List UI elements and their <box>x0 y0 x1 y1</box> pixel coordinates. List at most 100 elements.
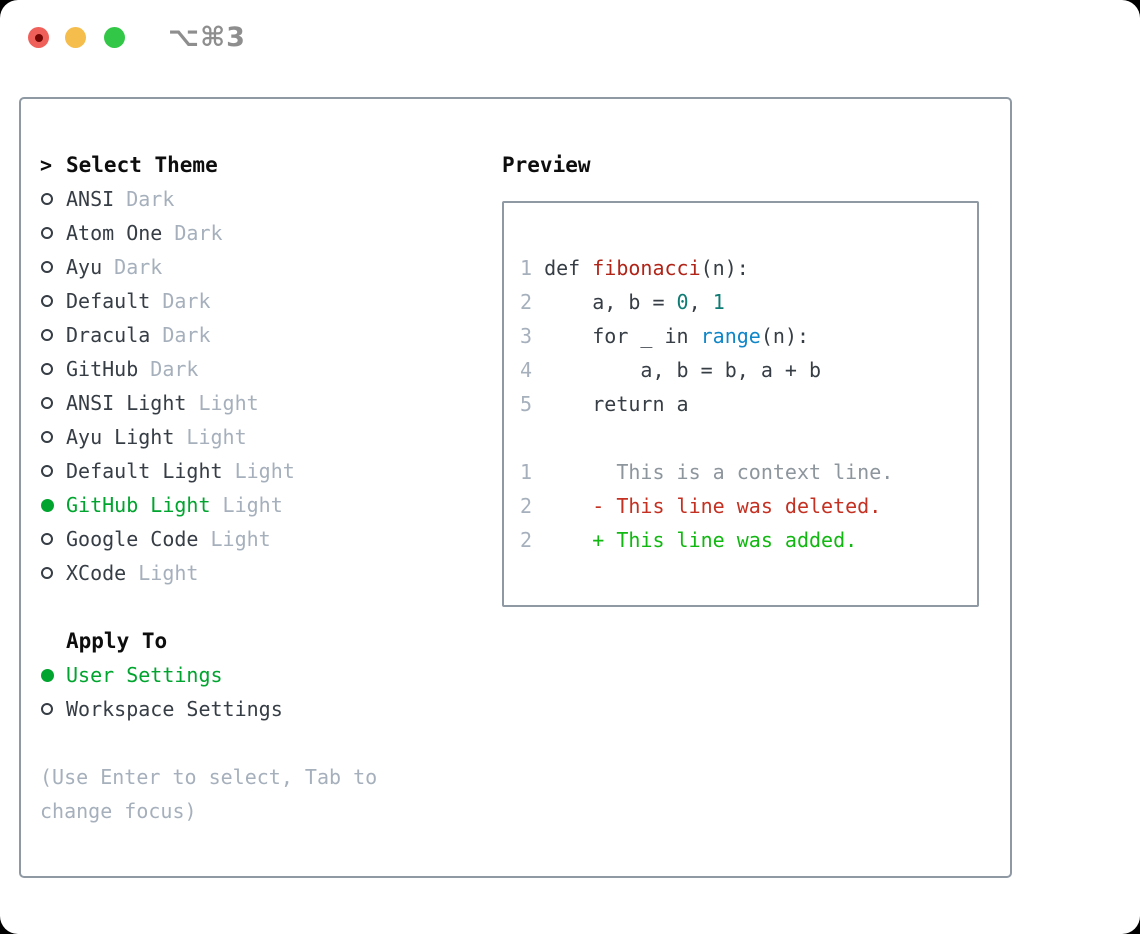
theme-list: ANSI Dark Atom One Dark Ayu Dark Default… <box>40 182 502 590</box>
theme-name: Default Light <box>66 459 223 483</box>
line-number: 1 <box>520 256 545 280</box>
separator <box>150 323 162 347</box>
code-segment: range <box>700 324 761 348</box>
code-segment: , <box>688 290 713 314</box>
separator <box>198 527 210 551</box>
radio-circle-icon <box>41 397 53 409</box>
separator <box>162 221 174 245</box>
theme-name: GitHub Light <box>66 493 211 517</box>
radio-marker <box>40 329 66 341</box>
theme-name: Atom One <box>66 221 163 245</box>
code-segment: (n): <box>700 256 749 280</box>
code-segment: (n): <box>760 324 810 348</box>
code-segment: - This line was deleted. <box>544 494 882 518</box>
minimize-button-icon[interactable] <box>65 27 86 48</box>
close-button-icon[interactable] <box>28 27 49 48</box>
theme-variant: Dark <box>174 221 223 245</box>
code-segment: for _ in <box>544 324 701 348</box>
separator <box>186 391 198 415</box>
code-line: 2 a, b = 0, 1 <box>520 285 977 319</box>
radio-marker <box>40 465 66 477</box>
apply-to-option[interactable]: User Settings <box>40 658 502 692</box>
line-number: 2 <box>520 290 545 314</box>
theme-option[interactable]: XCode Light <box>40 556 502 590</box>
radio-circle-icon <box>41 465 53 477</box>
theme-variant: Dark <box>150 357 199 381</box>
select-theme-heading-row: > Select Theme <box>40 148 502 182</box>
separator <box>223 459 235 483</box>
code-segment: + This line was added. <box>544 528 858 552</box>
radio-marker <box>40 261 66 273</box>
select-theme-title: Select Theme <box>66 153 218 177</box>
zoom-button-icon[interactable] <box>104 27 125 48</box>
radio-circle-icon <box>41 227 53 239</box>
theme-variant: Light <box>222 493 283 517</box>
theme-name: Dracula <box>66 323 151 347</box>
radio-circle-icon <box>41 363 53 375</box>
radio-circle-icon <box>41 668 54 682</box>
theme-variant: Dark <box>114 255 163 279</box>
line-number: 3 <box>520 324 545 348</box>
radio-marker <box>40 193 66 205</box>
prompt-icon: > <box>40 153 53 177</box>
theme-name: ANSI <box>66 187 115 211</box>
theme-option[interactable]: Ayu Dark <box>40 250 502 284</box>
radio-circle-icon <box>41 261 53 273</box>
separator <box>114 187 126 211</box>
separator <box>126 561 138 585</box>
code-segment: return a <box>544 392 689 416</box>
apply-to-option[interactable]: Workspace Settings <box>40 692 502 726</box>
theme-variant: Dark <box>162 289 211 313</box>
radio-marker <box>40 533 66 545</box>
line-number: 5 <box>520 392 545 416</box>
code-segment: This is a context line. <box>544 460 894 484</box>
theme-option[interactable]: Default Light Light <box>40 454 502 488</box>
spacer <box>40 590 502 624</box>
code-segment: a, b = b, a + b <box>544 358 822 382</box>
theme-variant: Light <box>186 425 247 449</box>
theme-option[interactable]: GitHub Light Light <box>40 488 502 522</box>
theme-variant: Light <box>210 527 271 551</box>
theme-name: Ayu <box>66 255 103 279</box>
theme-option[interactable]: Atom One Dark <box>40 216 502 250</box>
theme-option[interactable]: GitHub Dark <box>40 352 502 386</box>
radio-circle-icon <box>41 295 53 307</box>
line-number: 1 <box>520 460 545 484</box>
theme-option[interactable]: ANSI Light Light <box>40 386 502 420</box>
theme-name: GitHub <box>66 357 139 381</box>
theme-variant: Dark <box>126 187 175 211</box>
radio-circle-icon <box>41 533 53 545</box>
theme-variant: Light <box>234 459 295 483</box>
theme-option[interactable]: Google Code Light <box>40 522 502 556</box>
theme-option[interactable]: Ayu Light Light <box>40 420 502 454</box>
preview-title: Preview <box>502 153 591 177</box>
spacer <box>520 421 977 455</box>
apply-to-name: Workspace Settings <box>66 697 283 721</box>
theme-name: Default <box>66 289 151 313</box>
radio-circle-icon <box>41 703 53 715</box>
radio-marker <box>40 227 66 239</box>
apply-to-heading-row: Apply To <box>40 624 502 658</box>
theme-option[interactable]: ANSI Dark <box>40 182 502 216</box>
diff-line: 2 - This line was deleted. <box>520 489 977 523</box>
preview-column: Preview 1 def fibonacci(n):2 a, b = 0, 1… <box>502 148 1010 876</box>
code-segment: def <box>544 256 593 280</box>
separator <box>138 357 150 381</box>
theme-name: ANSI Light <box>66 391 187 415</box>
theme-variant: Light <box>138 561 199 585</box>
code-segment: 0 <box>676 290 689 314</box>
code-line: 5 return a <box>520 387 977 421</box>
radio-circle-icon <box>41 567 53 579</box>
code-segment: fibonacci <box>592 256 701 280</box>
radio-circle-icon <box>41 431 53 443</box>
diff-line: 2 + This line was added. <box>520 523 977 557</box>
separator <box>150 289 162 313</box>
theme-list-column: > Select Theme ANSI Dark Atom One Dark A… <box>40 148 502 876</box>
theme-option[interactable]: Dracula Dark <box>40 318 502 352</box>
radio-circle-icon <box>41 498 54 512</box>
separator <box>174 425 186 449</box>
theme-option[interactable]: Default Dark <box>40 284 502 318</box>
code-line: 3 for _ in range(n): <box>520 319 977 353</box>
